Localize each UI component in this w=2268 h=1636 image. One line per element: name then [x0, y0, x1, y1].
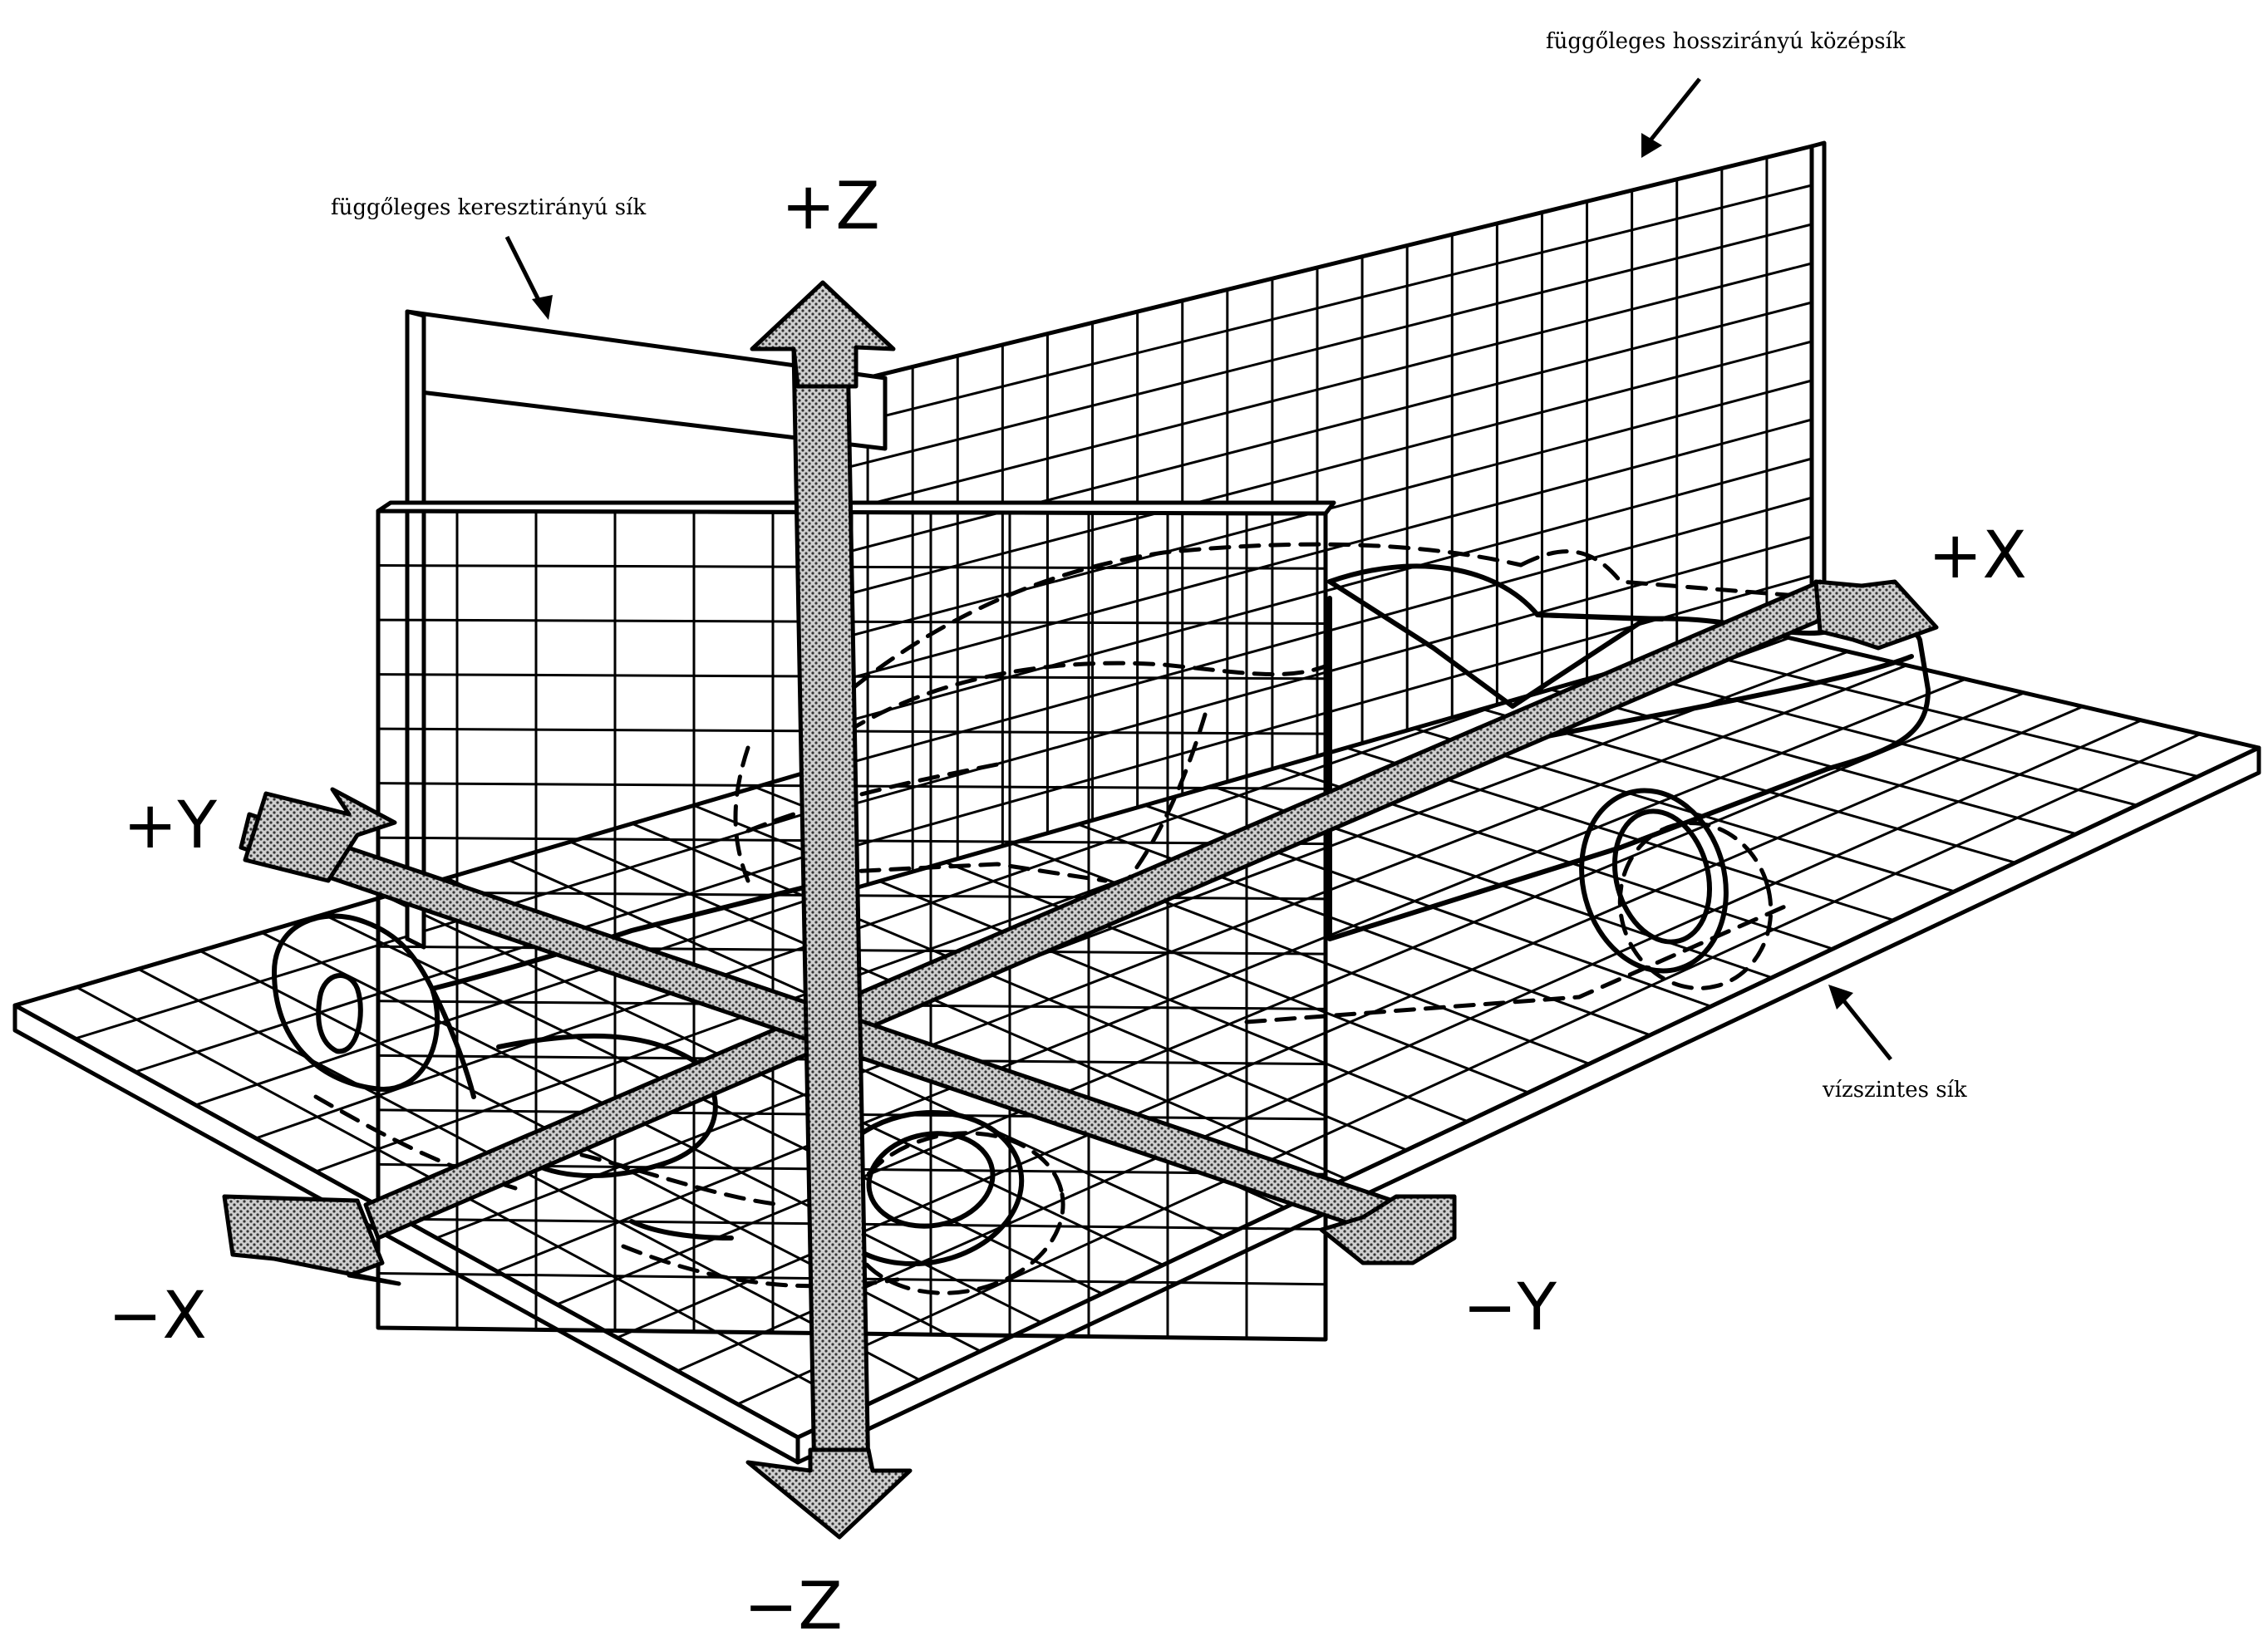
plus-z-label: +Z — [781, 169, 880, 244]
grid-line — [261, 931, 1042, 1324]
grid-line — [822, 340, 1813, 602]
transverse-plane-caption: függőleges keresztirányú sík — [331, 195, 646, 220]
grid-line — [822, 223, 1813, 475]
plus-y-label: +Y — [123, 789, 217, 863]
grid-line — [496, 677, 1966, 1273]
transverse-vertical-plane — [376, 309, 1336, 1342]
horizontal-plane-caption: vízszintes sík — [1822, 1078, 1967, 1103]
grid-line — [556, 691, 2025, 1306]
grid-line — [736, 733, 2202, 1406]
grid-line — [569, 840, 1346, 1181]
grid-line — [822, 418, 1813, 687]
minus-x-arrowhead — [222, 1194, 401, 1286]
minus-y-label: −Y — [1463, 1270, 1557, 1345]
transverse-plane-callout-arrow — [504, 235, 553, 320]
grid-line — [822, 184, 1813, 433]
grid-line — [631, 822, 1408, 1152]
minus-z-arrowhead — [745, 1447, 913, 1540]
grid-line — [822, 262, 1813, 518]
grid-line — [822, 496, 1813, 772]
minus-x-label: −X — [108, 1279, 207, 1354]
longitudinal-plane-caption: függőleges hosszirányú középsík — [1546, 29, 1906, 54]
grid-line — [822, 301, 1813, 560]
plus-y-arrowhead — [243, 787, 397, 883]
plus-z-arrowhead — [750, 280, 896, 389]
grid-line — [822, 457, 1813, 730]
grid-line — [822, 574, 1813, 857]
plus-x-label: +X — [1928, 518, 2027, 593]
horizontal-plane-callout-arrow — [1828, 985, 1892, 1061]
longitudinal-plane-callout-arrow — [1641, 77, 1701, 158]
plus-x-arrowhead — [1813, 579, 1939, 651]
minus-z-label: −Z — [744, 1570, 843, 1636]
car-outline — [272, 542, 1931, 1295]
minus-y-arrowhead — [1319, 1194, 1457, 1265]
